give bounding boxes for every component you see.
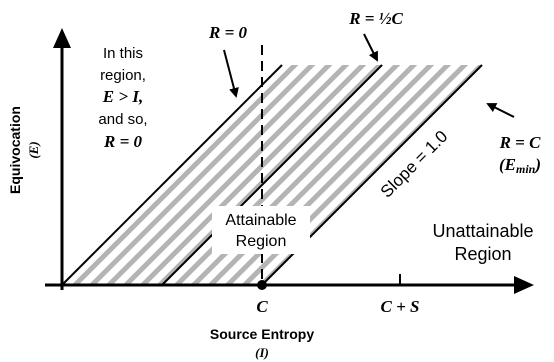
- r-half-c-arrow: [363, 33, 378, 62]
- left-region-line2: region,: [100, 67, 146, 84]
- attainable-label-line1: Attainable: [225, 212, 296, 229]
- y-axis-symbol: (E): [26, 141, 41, 158]
- left-region-line1: In this: [103, 45, 143, 62]
- e-min-close: ): [533, 155, 541, 174]
- tick-label-c: C: [256, 297, 268, 316]
- x-axis-arrow: [514, 276, 534, 294]
- unattainable-label-line2: Region: [454, 244, 511, 264]
- label-r-zero: R = 0: [208, 23, 248, 42]
- attainable-label-box: [212, 206, 310, 254]
- e-min-subscript: min: [516, 162, 536, 176]
- y-axis-title: Equivocation: [7, 106, 23, 194]
- attainable-label-line2: Region: [236, 233, 287, 250]
- r-c-arrow: [486, 103, 515, 118]
- left-region-line3: E > I,: [102, 87, 143, 106]
- r-zero-arrow: [223, 49, 239, 98]
- e-min-main: (E: [499, 155, 516, 174]
- label-r-c: R = C: [499, 133, 542, 152]
- left-region-line4: and so,: [98, 111, 147, 128]
- label-e-min: (Emin): [499, 155, 541, 176]
- left-region-line5: R = 0: [103, 132, 143, 151]
- x-axis-title: Source Entropy: [210, 326, 314, 342]
- x-axis-symbol: (I): [255, 345, 269, 360]
- line-r-zero: [61, 64, 283, 286]
- unattainable-label-line1: Unattainable: [432, 221, 533, 241]
- label-r-half-c: R = ½C: [348, 9, 403, 28]
- c-point: [257, 280, 267, 290]
- line-r-half-c: [161, 64, 383, 286]
- y-axis-arrow: [53, 28, 71, 48]
- tick-label-c-plus-s: C + S: [381, 297, 420, 316]
